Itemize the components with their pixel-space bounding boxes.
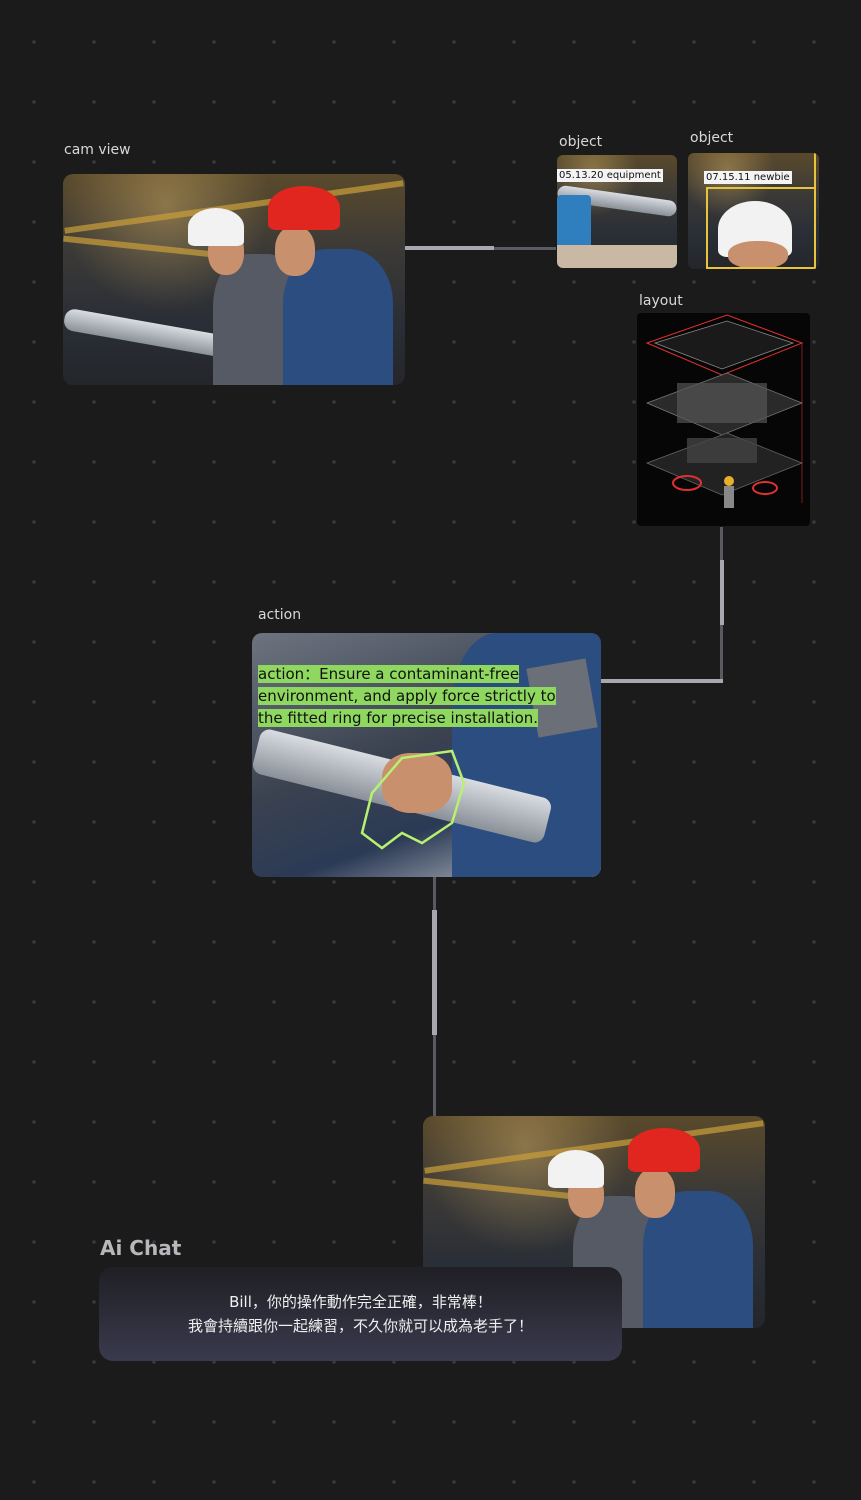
layout-isometric-icon (645, 314, 804, 508)
action-label: action (258, 607, 302, 623)
action-image[interactable]: action：Ensure a contaminant-free environ… (252, 633, 601, 877)
action-overlay-text: action：Ensure a contaminant-free environ… (258, 665, 556, 727)
object-2-label: object (690, 130, 734, 146)
action-outline-icon (360, 749, 466, 850)
object-2-bbox (706, 187, 816, 269)
cam-view-label: cam view (64, 142, 131, 158)
object-1-label: object (559, 134, 603, 150)
connector-layout-action-h (601, 679, 723, 683)
object-1-image[interactable]: 05.13.20 equipment (557, 155, 677, 268)
ai-chat-bubble: Bill，你的操作動作完全正確，非常棒！ 我會持續跟你一起練習，不久你就可以成為… (99, 1267, 622, 1361)
object-2-image[interactable]: 07.15.11 newbie (688, 153, 819, 269)
connector-action-chat-highlight (432, 910, 437, 1035)
connector-layout-action-v-highlight (720, 560, 724, 625)
object-1-tag: 05.13.20 equipment (557, 169, 663, 182)
cam-view-image[interactable] (63, 174, 405, 385)
chat-message-line-1: Bill，你的操作動作完全正確，非常棒！ (229, 1293, 492, 1311)
chat-message-line-2: 我會持續跟你一起練習，不久你就可以成為老手了！ (187, 1317, 533, 1335)
layout-label: layout (639, 293, 683, 309)
connector-cam-object-highlight (404, 246, 494, 250)
object-2-tag: 07.15.11 newbie (704, 171, 792, 184)
layout-image[interactable] (637, 313, 810, 526)
ai-chat-title: Ai Chat (100, 1236, 182, 1260)
